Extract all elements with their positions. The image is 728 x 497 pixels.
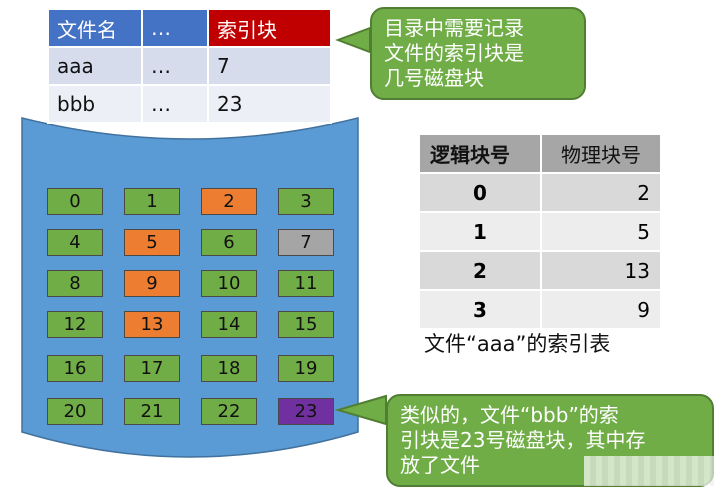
index-physical-cell: 2 [540,172,662,213]
disk-block: 17 [124,355,180,382]
disk-block: 20 [47,398,103,425]
disk-block: 21 [124,398,180,425]
table-row: 2 13 [418,250,662,291]
faded-overlay [584,456,714,486]
disk-block: 18 [201,355,257,382]
directory-cell: 7 [207,46,332,86]
disk-block: 0 [47,188,103,215]
index-logical-cell: 0 [418,172,542,213]
index-table-caption: 文件“aaa”的索引表 [424,332,611,356]
disk-block: 2 [201,188,257,215]
directory-cell: aaa [47,46,143,86]
disk-block: 15 [278,311,334,338]
disk-block: 7 [278,229,334,256]
disk-block: 8 [47,270,103,297]
table-row: 0 2 [418,172,662,213]
index-header-logical: 逻辑块号 [418,133,542,174]
disk-block: 14 [201,311,257,338]
callout-bottom-line: 引块是23号磁盘块，其中存 [400,428,646,452]
callout-top-line: 文件的索引块是 [384,41,524,65]
directory-header-index-block: 索引块 [207,8,332,48]
callout-bottom-line: 放了文件 [400,453,480,477]
table-row: bbb … 23 [47,84,332,124]
callout-top: 目录中需要记录 文件的索引块是 几号磁盘块 [370,7,586,100]
directory-header-filename: 文件名 [47,8,143,48]
directory-header-row: 文件名 … 索引块 [47,8,332,48]
cylinder-body [21,117,359,458]
index-logical-cell: 1 [418,211,542,252]
callout-bottom-line: 类似的，文件“bbb”的索 [400,403,619,427]
table-row: aaa … 7 [47,46,332,86]
callout-bottom: 类似的，文件“bbb”的索 引块是23号磁盘块，其中存 放了文件 [386,394,714,487]
disk-block: 22 [201,398,257,425]
disk-block: 3 [278,188,334,215]
disk-block: 13 [124,311,180,338]
callout-top-line: 几号磁盘块 [384,66,484,90]
index-table: 逻辑块号 物理块号 0 2 1 5 2 13 3 9 [418,133,662,330]
disk-block: 6 [201,229,257,256]
directory-cell: … [141,84,209,124]
directory-table: 文件名 … 索引块 aaa … 7 bbb … 23 [47,8,332,124]
index-physical-cell: 13 [540,250,662,291]
callout-top-tail [335,26,371,54]
index-header-physical: 物理块号 [540,133,662,174]
disk-block: 11 [278,270,334,297]
disk-block: 10 [201,270,257,297]
disk-block: 9 [124,270,180,297]
callout-top-line: 目录中需要记录 [384,16,524,40]
index-logical-cell: 3 [418,289,542,330]
disk-block: 1 [124,188,180,215]
disk-block: 12 [47,311,103,338]
index-logical-cell: 2 [418,250,542,291]
disk-block: 5 [124,229,180,256]
table-row: 3 9 [418,289,662,330]
index-physical-cell: 9 [540,289,662,330]
disk-block: 19 [278,355,334,382]
index-physical-cell: 5 [540,211,662,252]
disk-block: 16 [47,355,103,382]
directory-cell: bbb [47,84,143,124]
table-row: 1 5 [418,211,662,252]
index-header-row: 逻辑块号 物理块号 [418,133,662,174]
directory-header-ellipsis: … [141,8,209,48]
directory-cell: … [141,46,209,86]
directory-cell: 23 [207,84,332,124]
disk-block: 23 [278,398,334,425]
disk-block: 4 [47,229,103,256]
